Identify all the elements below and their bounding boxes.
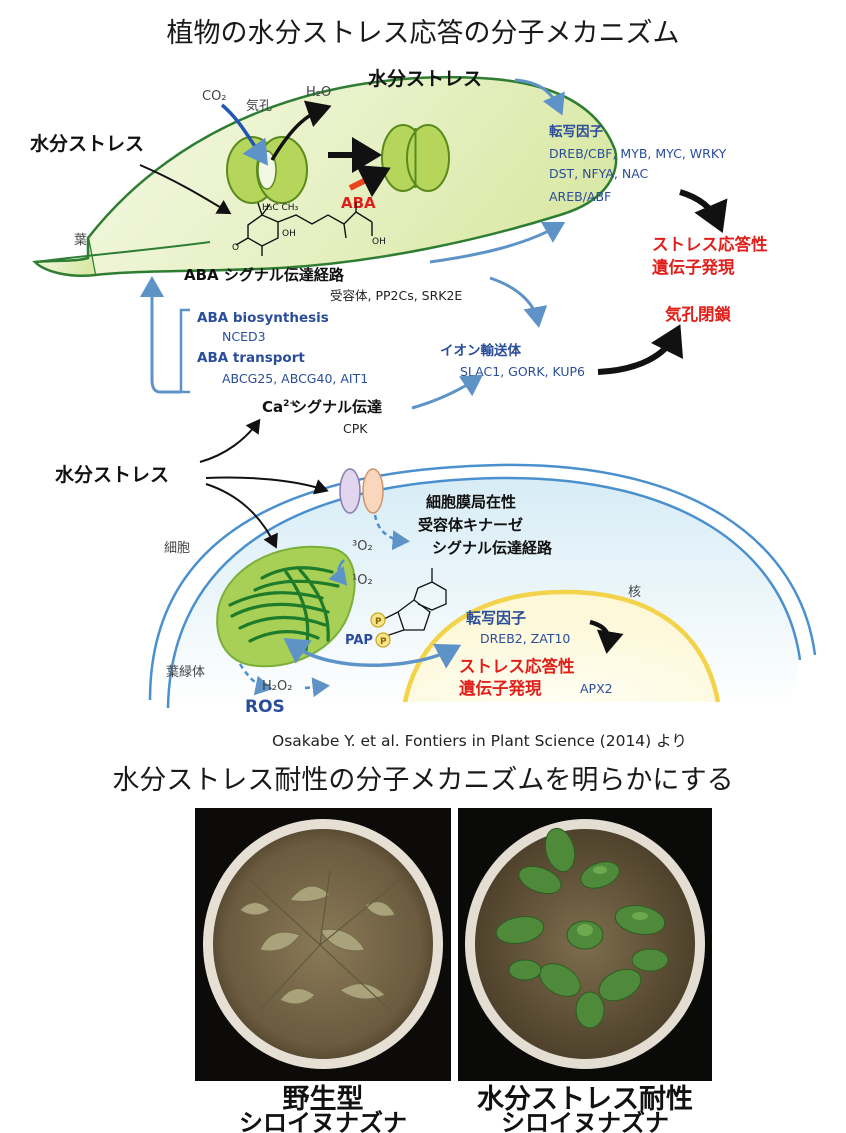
ca-signal-label: シグナル伝達 xyxy=(292,398,382,416)
aba-to-tf-arrow xyxy=(429,222,566,264)
diagram-title: 植物の水分ストレス応答の分子メカニズム xyxy=(167,18,680,49)
caption-left-2: シロイヌナズナ xyxy=(239,1109,407,1133)
stress-gene-expr-1: ストレス応答性 xyxy=(652,234,768,254)
phosphate-label-1: P xyxy=(375,617,382,627)
chloroplast-icon xyxy=(216,545,356,668)
nucleus-label: 核 xyxy=(628,585,641,600)
subtitle: 水分ストレス耐性の分子メカニズムを明らかにする xyxy=(112,765,733,796)
chloroplast-to-h2o2-arrow xyxy=(238,663,273,696)
stomata-closed-icon xyxy=(381,124,450,192)
stress-top-label: 水分ストレス xyxy=(368,68,482,90)
nucleus-gene-expr-2: 遺伝子発現 xyxy=(459,678,542,698)
apx2-label: APX2 xyxy=(580,681,613,696)
leaf-label: 葉 xyxy=(74,233,87,248)
co2-label: CO₂ xyxy=(202,89,227,104)
stress-gene-expr-2: 遺伝子発現 xyxy=(652,257,735,277)
caption-right-2: シロイヌナズナ xyxy=(501,1109,669,1133)
stress-to-receptor-arrow xyxy=(205,476,329,495)
ion-transporter-genes: SLAC1, GORK, KUP6 xyxy=(460,364,585,379)
ion-to-closure-arrow xyxy=(597,324,684,375)
stomata-label: 気孔 xyxy=(246,98,272,114)
h2o-label: H₂O xyxy=(306,85,331,100)
aba-oh-label: OH xyxy=(282,229,296,239)
aba-cooh-label: OH xyxy=(372,237,386,247)
nucleus-tf-genes: DREB2, ZAT10 xyxy=(480,631,570,646)
o2-singlet-label: ¹O₂ xyxy=(352,573,373,588)
stress-left-label: 水分ストレス xyxy=(30,133,144,155)
phosphate-icon-1 xyxy=(370,612,386,628)
ros-label: ROS xyxy=(245,697,285,717)
ion-transporter-title: イオン輸送体 xyxy=(440,342,521,359)
photo-tolerant xyxy=(458,808,712,1081)
cell-label: 細胞 xyxy=(164,541,190,556)
citation: Osakabe Y. et al. Fontiers in Plant Scie… xyxy=(272,732,687,750)
caption-left-1: 野生型 xyxy=(283,1084,364,1115)
nucleus-gene-expr-1: ストレス応答性 xyxy=(459,656,575,676)
stress-cell-label: 水分ストレス xyxy=(55,464,169,486)
chloroplast-label: 葉緑体 xyxy=(166,665,205,680)
membrane-label-2: 受容体キナーゼ xyxy=(418,516,523,534)
chloroplast-nucleus-arrow xyxy=(283,638,462,669)
receptors-label: 受容体, PP2Cs, SRK2E xyxy=(330,288,462,303)
phosphate-label-2: P xyxy=(380,637,387,647)
stress-to-aba-arrow xyxy=(139,164,232,215)
o2-triplet-label: ³O₂ xyxy=(352,539,373,554)
membrane-receptor-2-icon xyxy=(362,468,384,514)
co2-arrow xyxy=(220,103,269,166)
aba-transport-genes: ABCG25, ABCG40, AIT1 xyxy=(222,371,368,386)
nucleus-tf-arrow xyxy=(589,619,624,654)
stress-to-chloroplast-arrow xyxy=(205,483,278,549)
aba-o-label: O xyxy=(232,243,239,253)
h2o-arrow xyxy=(270,100,332,161)
tf-line2: DST, NFYA, NAC xyxy=(549,166,649,181)
aba-methyl-label: H₃C CH₃ xyxy=(262,203,299,213)
tf-line1: DREB/CBF, MYB, MYC, WRKY xyxy=(549,146,727,161)
aba-transport-title: ABA transport xyxy=(197,350,305,366)
leaf-shape xyxy=(32,76,618,277)
aba-red-arrow xyxy=(348,164,391,198)
stomata-open-icon xyxy=(226,136,308,204)
aba-molecule-icon xyxy=(235,202,373,256)
aba-red-label: ABA xyxy=(341,194,376,212)
membrane-receptor-1-icon xyxy=(339,468,361,514)
h2o2-arrow xyxy=(304,677,330,698)
caption-right-1: 水分ストレス耐性 xyxy=(477,1084,693,1115)
membrane-label-1: 細胞膜局在性 xyxy=(426,493,516,511)
aba-pathway-label: ABA シグナル伝達経路 xyxy=(184,266,345,284)
photo-wild-type xyxy=(195,808,451,1081)
tf-header: 転写因子 xyxy=(549,123,603,140)
ca-to-ion-arrow xyxy=(411,374,483,410)
nucleus-tf-header: 転写因子 xyxy=(466,609,526,627)
stress-to-ca-arrow xyxy=(199,418,261,463)
biosynthesis-to-aba-arrow xyxy=(140,276,181,394)
aba-to-ion-arrow xyxy=(489,276,548,328)
stress-to-tf-arrow xyxy=(514,78,565,116)
cpk-label: CPK xyxy=(343,421,368,436)
tf-to-expression-arrow xyxy=(679,189,728,234)
membrane-label-3: シグナル伝達経路 xyxy=(432,539,553,557)
pap-label: PAP xyxy=(345,633,373,648)
receptor-signal-arrow xyxy=(373,514,410,551)
aba-biosynthesis-title: ABA biosynthesis xyxy=(197,310,329,326)
o2-conversion-arrow xyxy=(328,559,348,586)
h2o2-label: H₂O₂ xyxy=(262,679,292,694)
tf-line3: AREB/ABF xyxy=(549,189,611,204)
aba-biosynthesis-gene: NCED3 xyxy=(222,329,266,344)
biosynthesis-bracket xyxy=(179,308,190,394)
stomatal-closure-label: 気孔閉鎖 xyxy=(664,304,732,324)
ca-prefix: Ca2+ xyxy=(262,398,297,416)
